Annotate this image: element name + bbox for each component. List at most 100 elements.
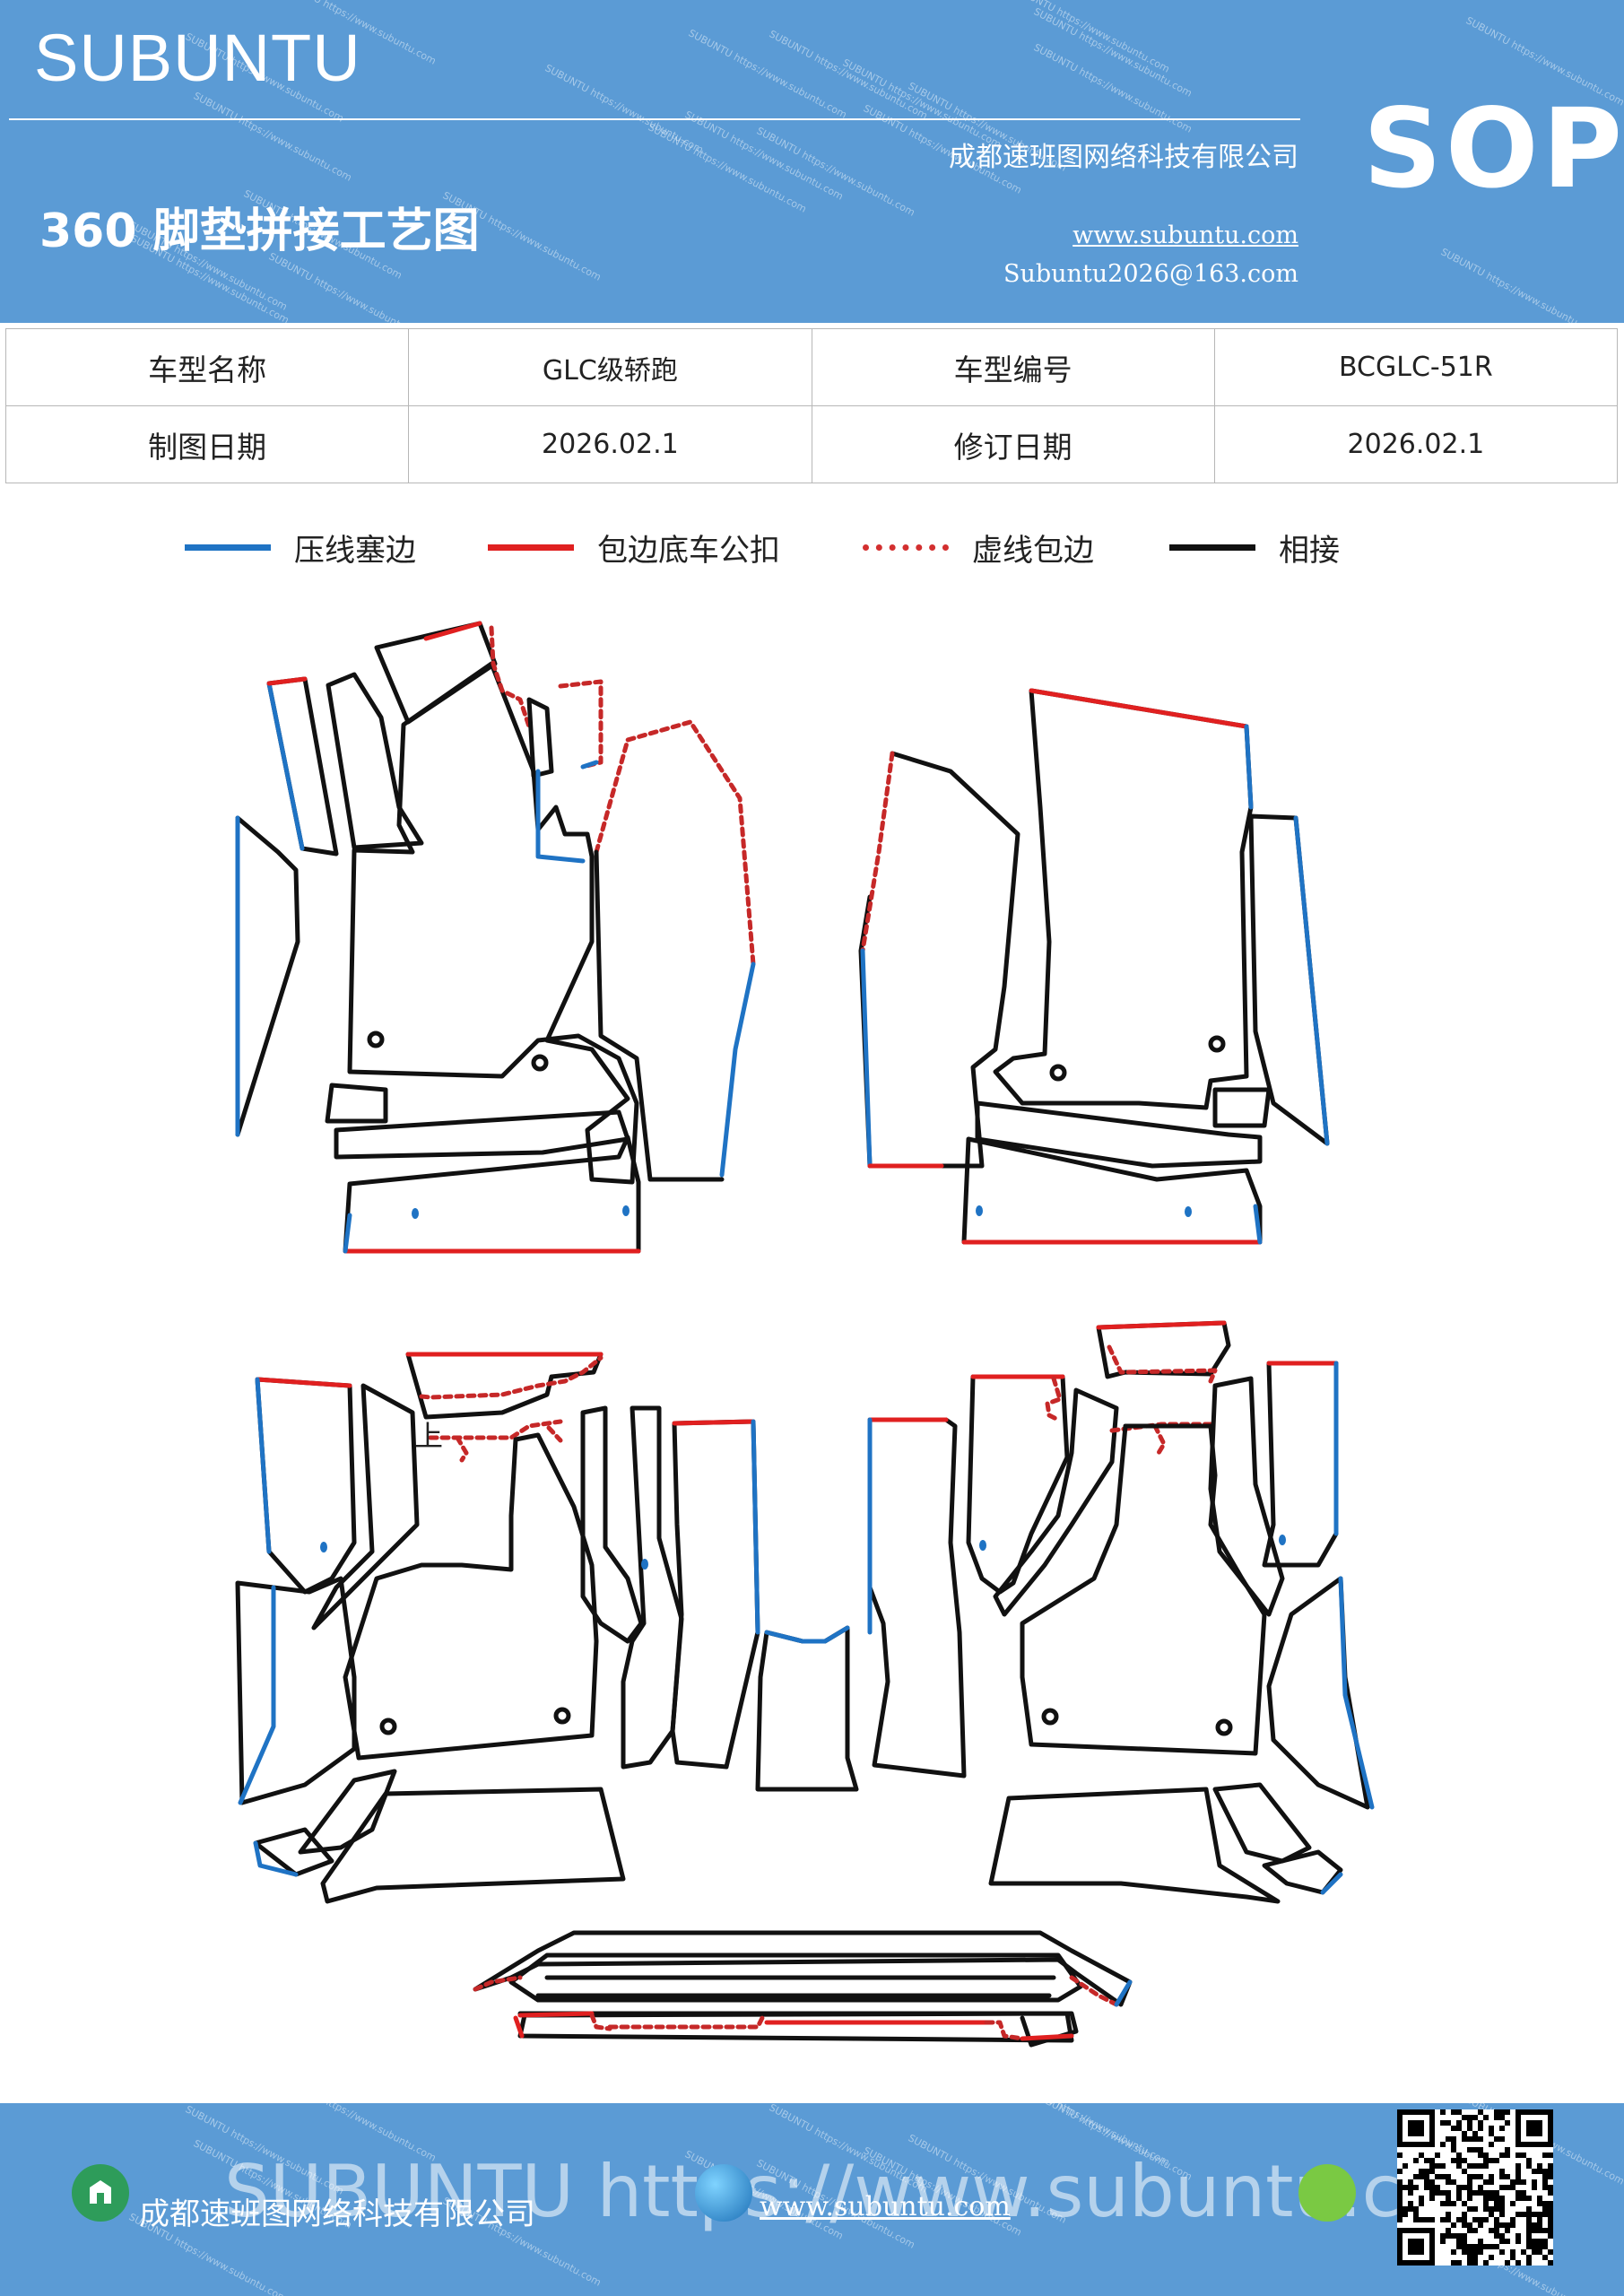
legend-item-dotted-edge: 虚线包边 <box>863 520 1094 574</box>
rear-center-mat-group <box>755 1625 859 1792</box>
edge-press <box>535 769 586 864</box>
footer-website-link[interactable]: www.subuntu.com <box>760 2191 1011 2222</box>
mat-clip <box>976 1205 983 1216</box>
mat-piece <box>320 1787 626 1904</box>
header-email: Subuntu2026@163.com <box>1003 260 1298 288</box>
mat-piece <box>1020 1423 1267 1756</box>
mat-piece <box>975 1100 1263 1169</box>
page-title: 360 脚垫拼接工艺图 <box>39 204 480 258</box>
edge-wrap <box>423 621 482 641</box>
mat-hole <box>1049 1064 1067 1082</box>
edge-dotted <box>594 719 756 967</box>
mat-piece <box>347 661 639 1185</box>
edge-wrap <box>1020 2033 1074 2041</box>
edge-press <box>1338 1576 1375 1810</box>
mat-piece <box>253 1827 334 1877</box>
legend-label: 包边底车公扣 <box>597 532 780 569</box>
footer-company: 成都速班图网络科技有限公司 <box>139 2196 535 2232</box>
edge-press <box>266 681 305 851</box>
edge-press <box>1244 724 1254 810</box>
legend-label: 压线塞边 <box>294 532 416 569</box>
mat-piece <box>343 1432 599 1761</box>
mat-piece <box>255 1377 357 1595</box>
edge-dotted <box>860 751 895 953</box>
mat-hole <box>531 1054 549 1072</box>
edge-dotted <box>489 625 532 729</box>
mat-piece <box>266 676 339 857</box>
edge-press <box>751 1419 760 1635</box>
edge-press <box>719 961 756 1178</box>
edge-wrap <box>672 1419 756 1426</box>
mat-hole <box>379 1718 397 1735</box>
edge-dotted <box>455 1435 469 1463</box>
mat-clip <box>622 1205 630 1216</box>
edge-wrap <box>513 2015 525 2039</box>
mat-piece <box>1212 1782 1312 1864</box>
rear-right-mat-group <box>867 1320 1375 1904</box>
mat-hole <box>1215 1718 1233 1736</box>
edge-dotted <box>428 1419 563 1440</box>
mat-piece <box>993 1387 1119 1617</box>
table-cell: 2026.02.1 <box>1213 405 1619 483</box>
mat-piece <box>235 815 300 1137</box>
edge-dotted <box>419 1355 604 1400</box>
edge-press <box>253 1840 299 1877</box>
edge-press <box>1293 815 1330 1146</box>
mat-hole <box>553 1707 571 1725</box>
edge-wrap <box>255 1377 352 1388</box>
header-website-link[interactable]: www.subuntu.com <box>1073 222 1298 249</box>
mat-piece <box>326 672 424 850</box>
table-cell: 修订日期 <box>811 405 1215 483</box>
edge-press <box>255 1377 272 1554</box>
legend-swatch <box>1169 544 1255 551</box>
mat-piece <box>1262 1361 1339 1568</box>
orientation-marker: 上 <box>414 1419 443 1453</box>
edge-dotted <box>558 679 604 770</box>
sop-badge: SOP <box>1363 85 1624 213</box>
mat-piece <box>580 1405 644 1644</box>
mat-piece <box>867 1417 967 1779</box>
legend-swatch <box>185 544 271 551</box>
edge-press <box>1320 1872 1343 1895</box>
mat-piece <box>966 1374 1070 1595</box>
edge-dotted <box>1045 1376 1063 1422</box>
table-cell: GLC级轿跑 <box>408 328 812 406</box>
mat-hole <box>1208 1035 1226 1053</box>
edge-press <box>238 1585 276 1805</box>
globe-icon <box>695 2164 752 2222</box>
mat-clip <box>1279 1535 1286 1545</box>
mat-piece <box>755 1625 859 1792</box>
qr-code <box>1397 2109 1553 2266</box>
header-divider <box>9 118 1300 120</box>
legend-item-joined: 相接 <box>1169 520 1340 574</box>
edge-dotted <box>546 1425 563 1443</box>
mat-piece <box>334 1109 630 1160</box>
edge-dotted <box>1069 1975 1119 2007</box>
edge-dotted <box>984 2020 1025 2041</box>
mat-piece <box>526 697 554 778</box>
mat-clip <box>641 1559 648 1570</box>
trunk-mat-group <box>473 1930 1133 2048</box>
mat-piece <box>1212 1087 1272 1128</box>
edge-wrap <box>1096 1320 1227 1330</box>
vehicle-info-table: 车型名称 GLC级轿跑 车型编号 BCGLC-51R 制图日期 2026.02.… <box>4 328 1619 483</box>
table-row: 车型名称 GLC级轿跑 车型编号 BCGLC-51R <box>4 328 1619 406</box>
edge-press <box>1114 1979 1133 2007</box>
mat-piece <box>235 1576 357 1805</box>
legend-item-wrap-edge: 包边底车公扣 <box>488 520 780 574</box>
edge-press <box>764 1625 850 1644</box>
brand-logo-text: SUBUNTU <box>34 21 361 95</box>
header-company: 成都速班图网络科技有限公司 <box>949 142 1298 173</box>
edge-dotted <box>1152 1423 1167 1456</box>
mat-piece <box>1208 1376 1285 1617</box>
table-row: 制图日期 2026.02.1 修订日期 2026.02.1 <box>4 405 1619 483</box>
mat-clip <box>1185 1206 1192 1217</box>
mat-piece <box>670 1419 760 1770</box>
rear-left-mat-group <box>235 1352 760 1904</box>
legend-item-press-edge: 压线塞边 <box>185 520 416 574</box>
mat-clip <box>412 1208 419 1219</box>
mat-piece <box>311 1383 420 1631</box>
